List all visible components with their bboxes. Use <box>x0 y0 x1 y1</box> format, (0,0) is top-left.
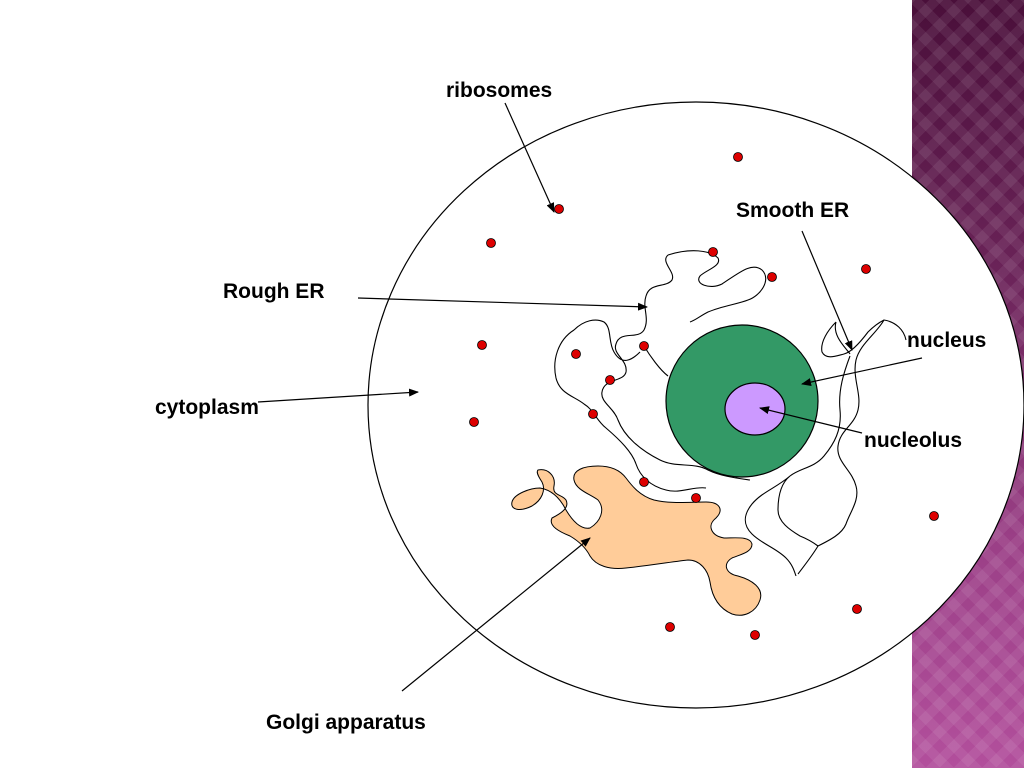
cytoplasm-pointer-arrow <box>257 388 419 403</box>
ribosome <box>639 477 649 487</box>
ribosome <box>477 340 487 350</box>
ribosomes-pointer-arrow <box>504 102 555 213</box>
nucleus-label: nucleus <box>907 329 986 352</box>
ribosome <box>486 238 496 248</box>
nucleolus-label: nucleolus <box>864 429 962 452</box>
ribosome <box>639 341 649 351</box>
cytoplasm-label: cytoplasm <box>155 396 259 419</box>
ribosome <box>554 204 564 214</box>
ribosome <box>852 604 862 614</box>
nucleus-pointer-arrow <box>801 357 923 387</box>
rough-er-label: Rough ER <box>223 280 324 303</box>
ribosome <box>691 493 701 503</box>
golgi-pointer-arrow <box>401 537 591 692</box>
ribosome <box>469 417 479 427</box>
ribosome <box>708 247 718 257</box>
ribosome <box>767 272 777 282</box>
ribosome <box>733 152 743 162</box>
ribosome <box>665 622 675 632</box>
ribosome <box>571 349 581 359</box>
golgi-apparatus <box>511 465 762 616</box>
ribosomes-label: ribosomes <box>446 79 552 102</box>
rough-er-pointer-arrow <box>357 297 648 311</box>
smooth-er-pointer-arrow <box>801 230 853 351</box>
endoplasmic-reticulum <box>554 250 907 577</box>
ribosome <box>605 375 615 385</box>
ribosome <box>588 409 598 419</box>
smooth-er-label: Smooth ER <box>736 199 849 222</box>
nucleolus-pointer-arrow <box>759 406 863 434</box>
ribosome <box>750 630 760 640</box>
nucleolus <box>724 382 786 436</box>
golgi-apparatus-label: Golgi apparatus <box>266 711 426 734</box>
ribosomes-group <box>469 152 939 640</box>
ribosome <box>861 264 871 274</box>
ribosome <box>929 511 939 521</box>
